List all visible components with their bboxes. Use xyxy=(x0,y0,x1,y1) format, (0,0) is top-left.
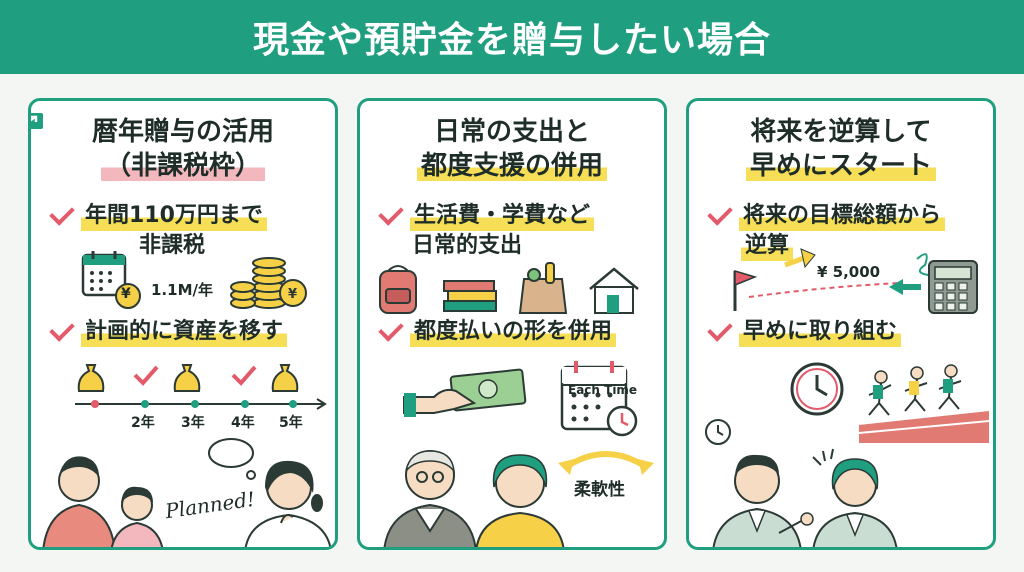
card1-bullet2: 計画的に資産を移す xyxy=(49,316,288,347)
each-time-label: Each Time xyxy=(568,383,638,397)
arrow-up-icon xyxy=(31,113,43,129)
svg-text:¥: ¥ xyxy=(288,287,297,302)
check-icon xyxy=(49,200,75,226)
card2-bullet1-text: 生活費・学費など xyxy=(410,201,595,231)
card3-title-line2-text: 早めにスタート xyxy=(745,151,936,181)
card2-title-line1: 日常の支出と xyxy=(433,117,590,147)
check-icon xyxy=(378,316,404,342)
card2-title-line2: 都度支援の併用 xyxy=(360,149,664,183)
timeline-label-5: 5年 xyxy=(279,415,303,431)
card3-bullet1: 将来の目標総額から xyxy=(707,200,946,231)
card3-title-line1: 将来を逆算して xyxy=(750,117,932,147)
timeline-label-2: 2年 xyxy=(131,415,155,431)
hand-money-icon xyxy=(403,368,527,417)
house-icon xyxy=(589,267,639,314)
money-bag-icon xyxy=(173,364,201,392)
card1-bullet1-text: 年間110万円まで xyxy=(81,201,267,231)
card3-bullet2-text: 早めに取り組む xyxy=(739,317,902,347)
card1-title-line2-text: （非課税枠） xyxy=(100,151,265,181)
card3-bullet2: 早めに取り組む xyxy=(707,316,902,347)
goal-flag-icon xyxy=(733,269,758,311)
check-icon xyxy=(133,365,159,386)
card1-bullet2-text: 計画的に資産を移す xyxy=(81,317,288,347)
small-clock-icon xyxy=(705,419,731,445)
card3-bullet1-text: 将来の目標総額から xyxy=(739,201,946,231)
card2-bullet2-text: 都度払いの形を併用 xyxy=(410,317,617,347)
card1-title-line2: （非課税枠） xyxy=(31,149,335,183)
card3-bullet1-line2-text: 逆算 xyxy=(741,231,794,261)
card-annual-gift: 暦年贈与の活用 （非課税枠） 年間110万円まで 非課税 ¥ 1.1M/年 ¥ xyxy=(28,98,338,550)
timeline-axis xyxy=(75,398,327,410)
card2-title-line2-text: 都度支援の併用 xyxy=(416,151,607,181)
card-daily-support: 日常の支出と 都度支援の併用 生活費・学費など 日常的支出 xyxy=(357,98,667,550)
timeline-label-3: 3年 xyxy=(181,415,205,431)
flexibility-arrows-icon xyxy=(558,451,654,475)
daily-expense-icons xyxy=(379,262,639,314)
card2-bullet1: 生活費・学費など xyxy=(378,200,595,231)
yen-coin-icon xyxy=(115,283,141,309)
amount-label: 1.1M/年 xyxy=(151,281,213,299)
business-people-illustration xyxy=(712,448,898,547)
target-amount-label: ¥ 5,000 xyxy=(817,263,881,281)
yen-mark: ¥ xyxy=(121,286,131,302)
each-time-calendar-icon xyxy=(560,361,638,437)
runners-track-illustration xyxy=(858,364,990,443)
books-icon xyxy=(443,280,497,312)
calculator-icon xyxy=(928,260,978,314)
grocery-bag-icon xyxy=(518,262,568,314)
card1-bullet1-line2: 非課税 xyxy=(139,233,206,258)
card1-title-line1: 暦年贈与の活用 xyxy=(91,117,274,147)
card1-bullet1: 年間110万円まで xyxy=(49,200,267,231)
card2-bullet2: 都度払いの形を併用 xyxy=(378,316,617,347)
check-icon xyxy=(707,316,733,342)
family-illustration xyxy=(42,438,332,547)
grandparents-illustration xyxy=(383,450,565,547)
header-banner: 現金や預貯金を贈与したい場合 xyxy=(0,0,1024,74)
check-icon xyxy=(378,200,404,226)
page-title: 現金や預貯金を贈与したい場合 xyxy=(252,20,771,61)
coin-stack-icon: ¥ xyxy=(230,257,307,309)
card3-title-line2: 早めにスタート xyxy=(689,149,993,183)
goal-planning-icons xyxy=(733,248,978,314)
card-backward-plan: 将来を逆算して 早めにスタート 将来の目標総額から 逆算 ¥ 5, xyxy=(686,98,996,550)
money-bag-icon xyxy=(77,364,105,392)
backpack-icon xyxy=(379,265,417,314)
card2-bullet1-line2: 日常的支出 xyxy=(412,233,523,258)
money-bag-icon xyxy=(271,364,299,392)
check-icon xyxy=(49,316,75,342)
wall-clock-icon xyxy=(790,362,844,416)
check-icon xyxy=(707,200,733,226)
timeline-icons xyxy=(77,364,299,392)
flexibility-label: 柔軟性 xyxy=(574,480,625,500)
check-icon xyxy=(231,365,257,386)
card3-bullet1-line2: 逆算 xyxy=(741,231,794,261)
timeline-label-4: 4年 xyxy=(231,415,255,431)
calendar-icon xyxy=(81,251,127,297)
